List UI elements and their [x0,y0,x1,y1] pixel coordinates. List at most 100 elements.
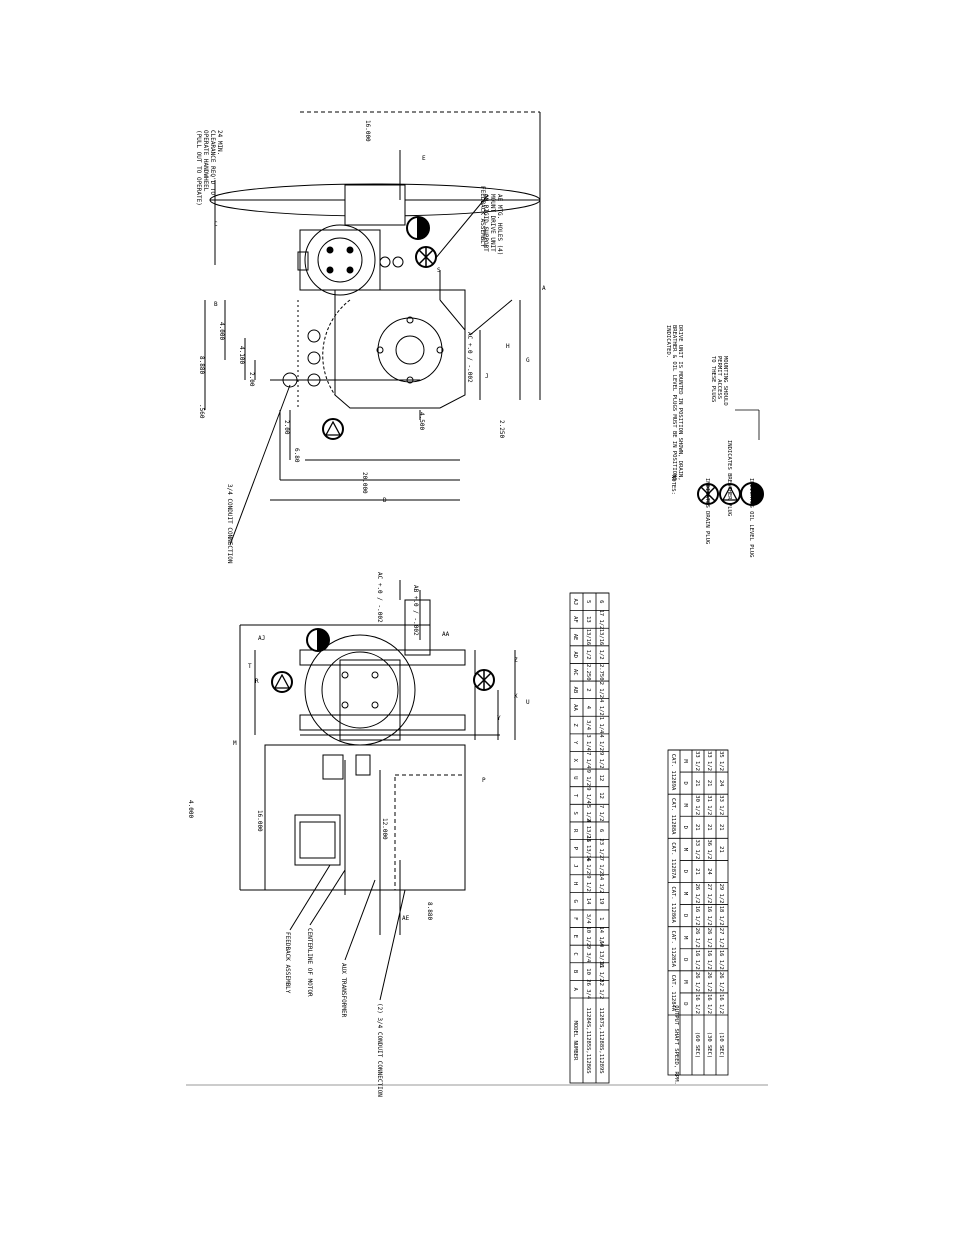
dim-table-cell: 10 [585,968,591,975]
dim-table-header: MODEL NUMBER [572,1021,578,1061]
letter-m: M [233,740,237,747]
dim-table-header: C [572,952,578,955]
dim-table-header: S [572,811,578,814]
letter-r: R [255,678,259,685]
dim-table-header: U [572,776,578,779]
dim-table-cell: 10 13/16 [598,941,604,968]
dim-table-cell: 2 1/2 [598,682,604,699]
speed-table-cell: 36 1/2 [706,839,712,859]
dim-table-cell: 4 [585,706,591,710]
dim-table-header: AD [572,651,578,658]
callout-conduit-top: 3/4 CONDUIT CONNECTION [226,484,233,564]
speed-table-cell: 16 1/2 [694,994,700,1014]
position-dial [322,299,351,396]
dim-table-cell: 7 1/4 [585,752,591,769]
speed-table-cell: 26 1/2 [718,972,724,992]
oil-level-plug-icon-front [306,628,330,652]
speed-table-speed-label: (30 SEC) [706,1032,712,1059]
letter-z: Z [514,657,518,664]
dim-table-cell: 26 3/4 [585,979,591,1000]
speed-table-sub-header: D [682,781,688,784]
dim-table-header: A [572,988,578,992]
dim-table-header: G [572,899,578,902]
dim-table-header: Y [572,741,578,745]
legend-drain-text: INDICATES DRAIN PLUG [704,478,710,544]
dim-20000: 20.000 [361,472,368,494]
clearance-note: 24 MIN. CLEARANCE REQ'D TO OPERATE HANDW… [195,130,223,206]
dim-table-header: AJ [572,598,578,605]
dim-2000: 2.00 [248,372,255,387]
dim-table-cell: 5 1/2 [585,805,591,822]
callout-aux-transformer: AUX TRANSFORMER [340,963,347,1018]
front-view-drawing [239,580,516,1001]
dim-table-cell: 1/2 [585,650,591,660]
main-housing [334,289,466,409]
output-shaft-ring [377,317,443,383]
dim-table-header: AC [572,669,578,676]
speed-table-cell: 21 [694,780,700,787]
legend-breather-text: INDICATES BREATHER PLUG [726,440,732,516]
speed-table-row-label: OUTPUT SHAFT SPEED, RPM. [673,1005,679,1084]
speed-table-cell: 33 1/2 [694,839,700,859]
letter-y: Y [497,715,501,722]
dim-table-header: AF [572,616,578,623]
ac-tolerance-top: AC +.0 / -.002 [466,332,473,383]
letter-t: T [248,663,252,670]
top-view-labels: 24 MIN. CLEARANCE REQ'D TO OPERATE HANDW… [195,120,546,564]
speed-table-sub-header: M [682,980,688,984]
dim-table-header: B [572,970,578,974]
callout-feedback-left: FEEDBACK ASSEMBLY [284,932,291,994]
dim-table-cell: 14 1/2 [598,874,604,894]
speed-table-cell: 21 [718,824,724,831]
speed-table-cat-header: CAT. 11289A [670,754,676,791]
legend-oil-level-plug-icon [740,482,764,506]
dim-table-header: F [572,917,578,920]
dim-table-cell: 4 13/16 [585,819,591,842]
dim-table-cell: 11287S,11288S,11289S [598,1007,604,1073]
dim-12000: 12.000 [381,818,388,840]
dim-table-cell: 9 1/2 [585,770,591,787]
dim-table-header: E [572,935,578,938]
dim-16000-top: 16.000 [364,120,371,142]
speed-table-sub-header: M [682,804,688,808]
speed-table-cell: 16 1/2 [718,950,724,970]
dim-table-header: X [572,759,578,763]
speed-table-cell: 18 1/2 [718,906,724,926]
speed-table-cell: 35 1/2 [718,751,724,771]
dim-table-cell: 3/4 [585,720,591,731]
front-view-plug-symbols [271,628,495,693]
dim-table-header: H [572,882,578,885]
dim-table-cell: 2.250 [585,664,591,681]
speed-table-cell: 26 1/2 [706,972,712,992]
letter-aa: AA [442,631,450,638]
letter-d: D [383,497,387,504]
ac-tolerance-front: AC +.0 / -.002 [376,572,383,623]
dim-table-header: T [572,794,578,798]
speed-table-cat-header: CAT. 11286A [670,886,676,923]
drain-plug-icon-front [473,669,495,691]
letter-g: G [526,357,530,364]
speed-table-cat-header: CAT. 11287A [670,842,676,879]
dim-table-cell: 12 [598,775,604,782]
speed-table-sub-header: D [682,914,688,917]
speed-table-cell: 30 1/2 [694,795,700,815]
notes-heading: NOTES: [670,475,676,495]
dim-table-cell: 6 [598,600,604,603]
legend-oil-text: INDICATES OIL LEVEL PLUG [748,478,754,557]
speed-table-cell: 24 [706,868,712,875]
speed-table-cell: 16 1/2 [694,950,700,970]
speed-table-cell: 29 1/2 [718,884,724,904]
dim-table-cell: 3/4 [585,914,591,925]
notes-lines: DRIVE UNIT IS MOUNTED IN POSITION SHOWN,… [665,325,683,484]
dim-table-header: AB [572,687,578,694]
breather-plug-icon-front [271,671,293,693]
letter-b: B [214,301,218,308]
dim-4100: 4.100 [238,346,245,364]
dim-table-cell: 11 1/2 [598,962,604,982]
speed-table-cell: 16 1/2 [694,906,700,926]
speed-table-cell: 21 [706,780,712,787]
dim-table-cell: 13 [585,616,591,623]
dim-4000-top: 4.000 [218,322,225,340]
dim-table-cell: 14 [585,898,591,905]
